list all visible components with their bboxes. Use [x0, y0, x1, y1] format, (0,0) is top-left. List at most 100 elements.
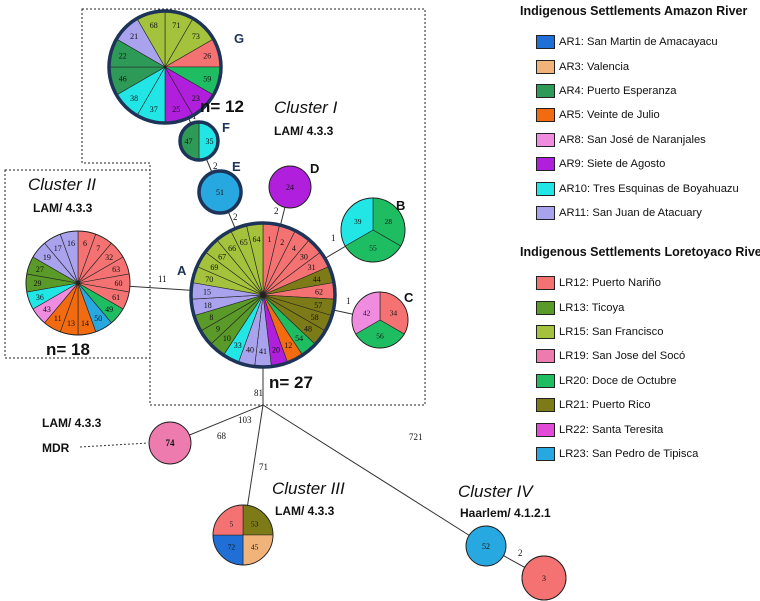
cluster-3-title: Cluster III: [272, 479, 345, 498]
node-outline-MDR: [148, 421, 192, 465]
node-label-g: G: [234, 31, 244, 46]
slice-label-A-33: 33: [234, 341, 242, 350]
node-label-d: D: [310, 161, 319, 176]
slice-label-A-69: 69: [210, 263, 218, 272]
slice-label-C-56: 56: [376, 331, 384, 340]
slice-label-A-2: 2: [280, 238, 284, 247]
slice-label-A-1: 1: [268, 235, 272, 244]
slice-label-cluster3-72: 72: [228, 543, 236, 552]
legend-amazon-item-ar9: AR9: Siete de Agosto: [520, 152, 747, 176]
edge-label-A-E: 2: [233, 212, 238, 222]
cluster-4-lineage: Haarlem/ 4.1.2.1: [460, 506, 551, 520]
slice-label-A-15: 15: [203, 288, 211, 297]
slice-label-A-57: 57: [314, 301, 322, 310]
legend-label-ar9: AR9: Siete de Agosto: [559, 158, 666, 171]
slice-label-A-20: 20: [272, 346, 280, 355]
slice-label-MDR-74: 74: [166, 438, 176, 448]
legend-amazon-title: Indigenous Settlements Amazon River: [520, 4, 748, 18]
edge-label-junction-cluster3: 71: [259, 462, 268, 472]
cluster-2-title: Cluster II: [28, 175, 96, 194]
legend-label-ar10: AR10: Tres Esquinas de Boyahuazu: [559, 182, 739, 195]
node-label-e: E: [232, 159, 241, 174]
slice-label-cluster2-7: 7: [96, 244, 100, 253]
slice-label-cluster2-14: 14: [81, 319, 89, 328]
legend-label-lr21: LR21: Puerto Rico: [559, 399, 651, 412]
edge-label-A-D: 2: [274, 206, 279, 216]
slice-label-C-42: 42: [363, 308, 371, 317]
slice-label-A-48: 48: [304, 325, 312, 334]
legend-amazon-item-ar3: AR3: Valencia: [520, 54, 747, 78]
slice-label-G-71: 71: [172, 21, 180, 30]
slice-label-E-51: 51: [216, 188, 224, 197]
legend-swatch-ar1: [536, 35, 555, 50]
legend-loretoyaco: Indigenous Settlements Loretoyaco River …: [520, 245, 760, 466]
node-outline-cluster3: [212, 504, 274, 566]
node-outline-D: [268, 165, 312, 209]
edge-label-cluster2-A: 11: [158, 274, 167, 284]
edge-label-junction-cluster4: 721: [409, 432, 423, 442]
slice-label-cluster2-43: 43: [43, 305, 51, 314]
legend-label-lr12: LR12: Puerto Nariño: [559, 277, 661, 290]
edge-label-cluster4-cluster4b: 2: [518, 548, 523, 558]
legend-swatch-lr15: [536, 324, 555, 339]
slice-label-A-8: 8: [209, 313, 213, 322]
slice-label-B-39: 39: [354, 217, 362, 226]
node-label-b: B: [396, 198, 405, 213]
node-cluster4: 52: [465, 525, 507, 567]
n-count-cluster-2: n= 18: [46, 340, 90, 359]
cluster-1-title: Cluster I: [274, 98, 338, 117]
legend-swatch-lr20: [536, 373, 555, 388]
legend-swatch-ar9: [536, 157, 555, 172]
legend-amazon-item-ar11: AR11: San Juan de Atacuary: [520, 201, 747, 225]
slice-label-G-38: 38: [130, 94, 138, 103]
slice-label-A-4: 4: [292, 244, 296, 253]
legend-loretoyaco-item-lr23: LR23: San Pedro de Tipisca: [520, 442, 760, 466]
node-outline-C: [351, 291, 409, 349]
edge-label-junction: 103: [238, 415, 252, 425]
legend-swatch-ar8: [536, 132, 555, 147]
legend-label-ar5: AR5: Veinte de Julio: [559, 109, 660, 122]
slice-label-G-21: 21: [130, 32, 138, 41]
node-outline-F: [178, 120, 220, 162]
legend-loretoyaco-title: Indigenous Settlements Loretoyaco River: [520, 245, 760, 259]
slice-label-A-9: 9: [216, 325, 220, 334]
legend-swatch-ar4: [536, 83, 555, 98]
legend-swatch-lr19: [536, 349, 555, 364]
legend-swatch-lr21: [536, 398, 555, 413]
slice-label-cluster2-29: 29: [33, 279, 41, 288]
slice-label-A-41: 41: [259, 347, 267, 356]
slice-label-B-28: 28: [384, 217, 392, 226]
legend-label-lr19: LR19: San Jose del Socó: [559, 350, 686, 363]
legend-loretoyaco-item-lr22: LR22: Santa Teresita: [520, 417, 760, 441]
slice-label-A-54: 54: [295, 334, 303, 343]
slice-label-G-25: 25: [172, 105, 180, 114]
legend-label-ar1: AR1: San Martin de Amacayacu: [559, 36, 718, 49]
slice-label-cluster2-27: 27: [36, 265, 44, 274]
node-outline-B: [340, 197, 406, 263]
mdr-label: MDR: [42, 441, 70, 455]
legend-swatch-lr12: [536, 276, 555, 291]
legend-label-lr23: LR23: San Pedro de Tipisca: [559, 447, 699, 460]
slice-label-cluster4b-3: 3: [542, 574, 546, 583]
cluster-1-box: [81, 8, 426, 406]
edge-label-A-B: 1: [331, 233, 336, 243]
slice-label-cluster2-61: 61: [112, 293, 120, 302]
legend-amazon-item-ar5: AR5: Veinte de Julio: [520, 103, 747, 127]
slice-label-A-65: 65: [240, 238, 248, 247]
node-outline-cluster4b: [521, 555, 567, 601]
slice-label-cluster2-17: 17: [54, 244, 62, 253]
edge-label-A-junction: 81: [254, 388, 263, 398]
slice-label-G-59: 59: [203, 74, 211, 83]
legend-label-ar11: AR11: San Juan de Atacuary: [559, 206, 702, 219]
legend-swatch-lr22: [536, 422, 555, 437]
slice-label-cluster4-52: 52: [482, 542, 490, 551]
node-label-f: F: [222, 120, 230, 135]
